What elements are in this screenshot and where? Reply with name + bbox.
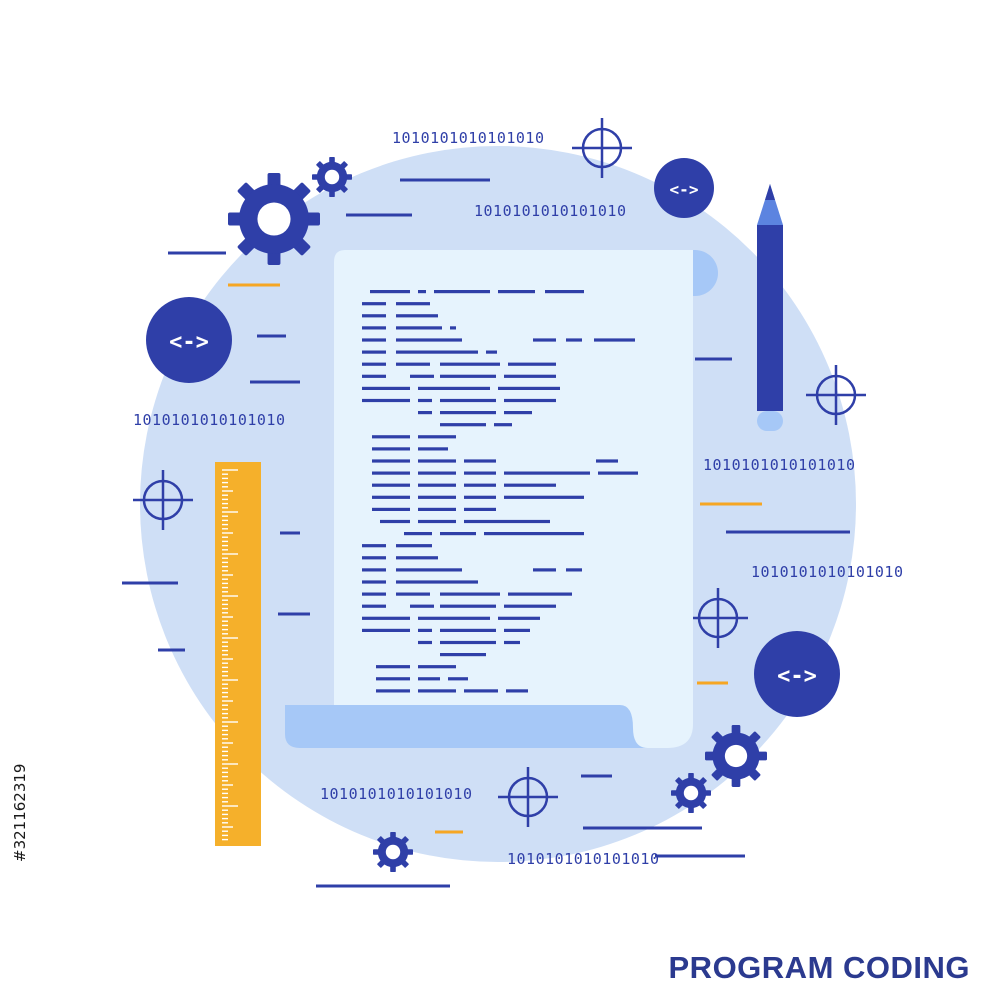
stock-id-text: #321162319 (11, 764, 29, 862)
binary-text-2: 1010101010101010 (474, 202, 627, 220)
code-badge-icon: <-> (146, 297, 232, 383)
page-title: PROGRAM CODING (668, 950, 970, 985)
binary-text-6: 1010101010101010 (320, 785, 473, 803)
code-scroll (285, 250, 718, 748)
code-badge-label: <-> (777, 664, 817, 689)
binary-text-4: 1010101010101010 (703, 456, 856, 474)
ruler-icon (215, 462, 261, 846)
gear-icon (312, 157, 352, 197)
binary-text-7: 1010101010101010 (507, 850, 660, 868)
code-badge-icon: <-> (754, 631, 840, 717)
scroll-paper (334, 250, 693, 748)
code-badge-label: <-> (169, 330, 209, 355)
gear-icon (228, 173, 320, 265)
decorative-lines (122, 178, 850, 888)
pencil-icon (757, 184, 783, 431)
binary-text-1: 1010101010101010 (392, 129, 545, 147)
code-lines (362, 290, 638, 693)
binary-text-3: 1010101010101010 (133, 411, 286, 429)
code-badge-icon: <-> (654, 158, 714, 218)
gear-icon (671, 773, 711, 813)
gear-icon (705, 725, 767, 787)
scroll-bottom-roll (285, 705, 648, 748)
gear-icon (373, 832, 413, 872)
binary-text-5: 1010101010101010 (751, 563, 904, 581)
code-badge-label: <-> (670, 180, 699, 199)
